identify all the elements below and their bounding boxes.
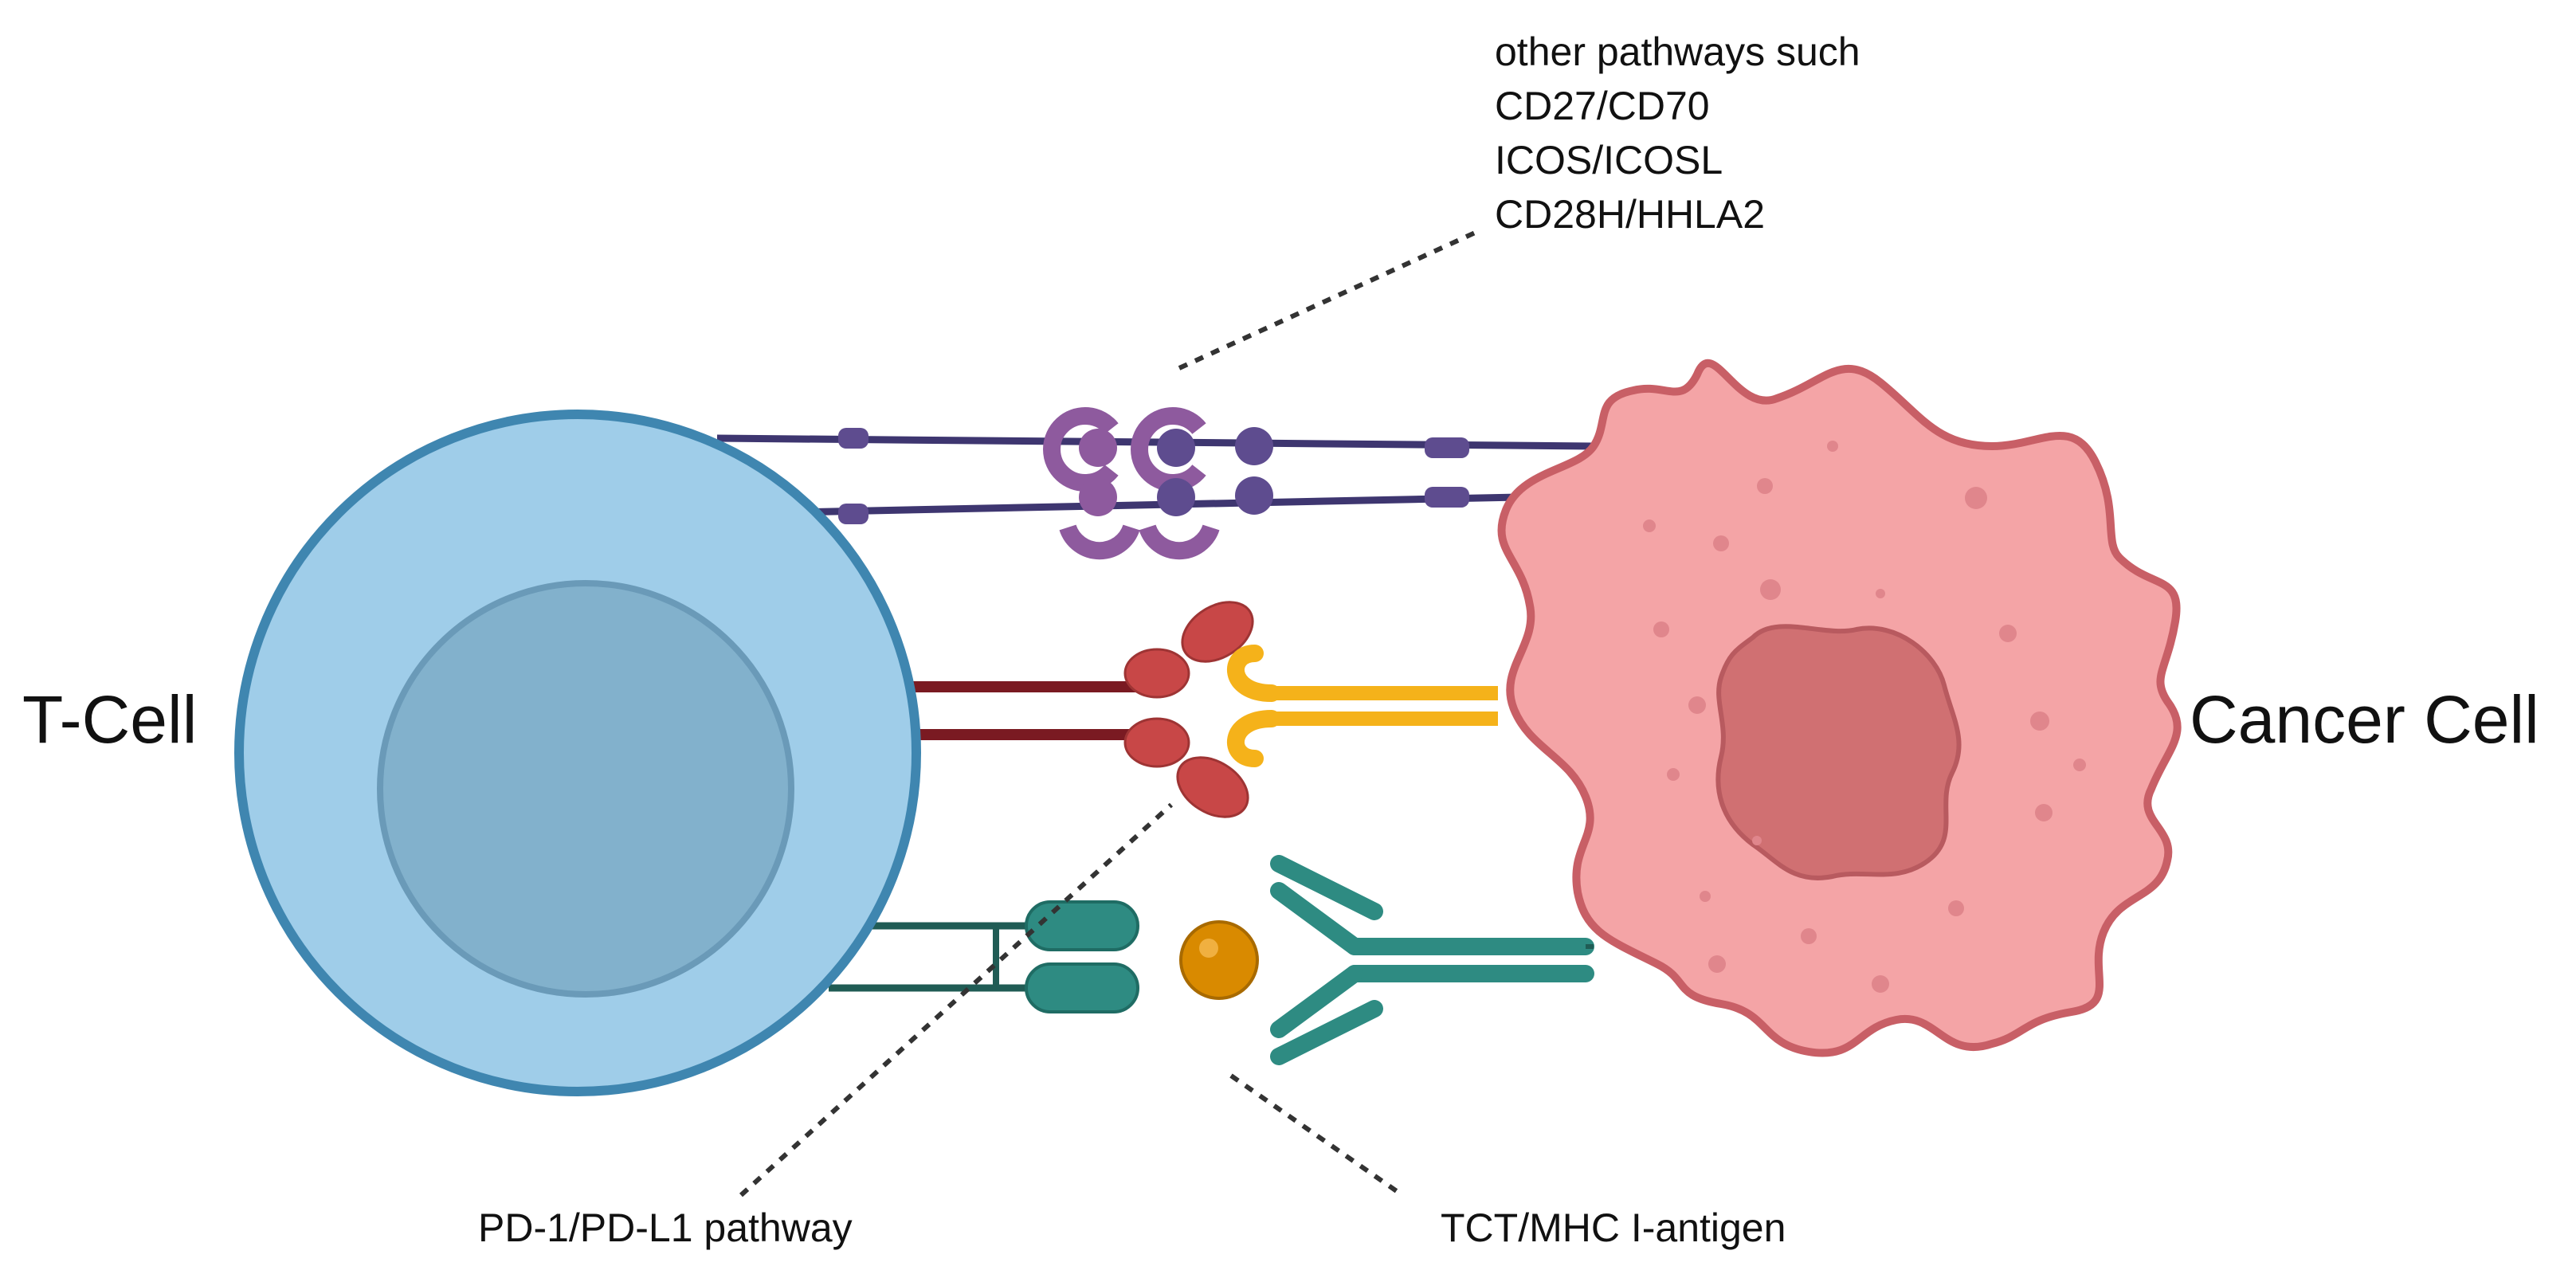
cancer-cell-vesicles [1643,441,2086,993]
other-pathways-line-1: other pathways such [1495,29,1860,74]
t-cell-nucleus [377,580,794,998]
pd1-domain [1123,648,1190,699]
vesicle [1999,625,2017,642]
costim-receptor-head [1079,429,1117,467]
costim-receptor [1059,524,1140,560]
vesicle [1752,836,1762,845]
vesicle [1827,441,1838,452]
vesicle [1653,621,1669,637]
t-cell [234,410,921,1096]
vesicle [1667,768,1680,781]
vesicle [1872,975,1889,993]
costim-ligand-head [1235,427,1273,465]
costim-ligand-head [1157,429,1195,467]
other-pathways-line-2: CD27/CD70 [1495,84,1710,128]
vesicle [1760,579,1781,600]
antigen-highlight [1199,939,1218,958]
pd1-pathway-label: PD-1/PD-L1 pathway [478,1205,853,1250]
pd1-pdl1-molecules [900,601,1498,818]
t-cell-label: T-Cell [22,682,197,757]
tcr-chain-beta [1025,962,1139,1013]
vesicle [1643,519,1656,532]
costim-bead [1425,487,1469,508]
costim-receptor [1139,524,1220,560]
cancer-cell-nucleus [1715,624,1962,880]
pdl1-stem [1267,686,1498,726]
tct-mhc-label: TCT/MHC I-antigen [1441,1205,1786,1250]
costim-ligand-head [1157,478,1195,516]
cancer-cell-label: Cancer Cell [2190,682,2539,757]
antigen-peptide [1179,920,1259,1000]
mhc-arm-outer [1270,855,1383,920]
mhc-arm [1270,965,1363,1038]
vesicle [1688,696,1706,714]
costim-bead [838,504,868,524]
other-pathways-line-4: CD28H/HHLA2 [1495,192,1765,237]
tcr-mhc-molecules [829,855,1594,1065]
tcr-chain-alpha [1025,900,1139,951]
pd1-domain [1123,717,1190,768]
other-pathways-molecules [716,407,1594,560]
vesicle [1700,891,1711,902]
vesicle [1948,900,1964,916]
pd1-domain [1176,756,1249,818]
cancer-cell [1497,359,2182,1057]
leader-line-tct-mhc [1229,1073,1404,1198]
pdl1-head [1227,710,1280,767]
costim-receptor-head [1079,478,1117,516]
vesicle [2073,759,2086,771]
vesicle [1876,589,1885,598]
other-pathways-line-3: ICOS/ICOSL [1495,138,1723,182]
pd1-domain [1181,601,1254,663]
vesicle [1713,535,1729,551]
vesicle [2030,712,2049,731]
pdl1-head [1227,645,1280,702]
mhc-arm [1270,882,1363,955]
mhc-arm-outer [1270,1000,1383,1065]
costim-bead [1425,437,1469,458]
leader-line-other-pathways [1178,227,1484,370]
costim-ligand-head [1235,476,1273,515]
vesicle [1708,955,1726,973]
vesicle [1801,928,1817,944]
vesicle [1965,487,1987,509]
vesicle [2035,804,2053,821]
costim-bead [838,428,868,449]
vesicle [1757,478,1773,494]
